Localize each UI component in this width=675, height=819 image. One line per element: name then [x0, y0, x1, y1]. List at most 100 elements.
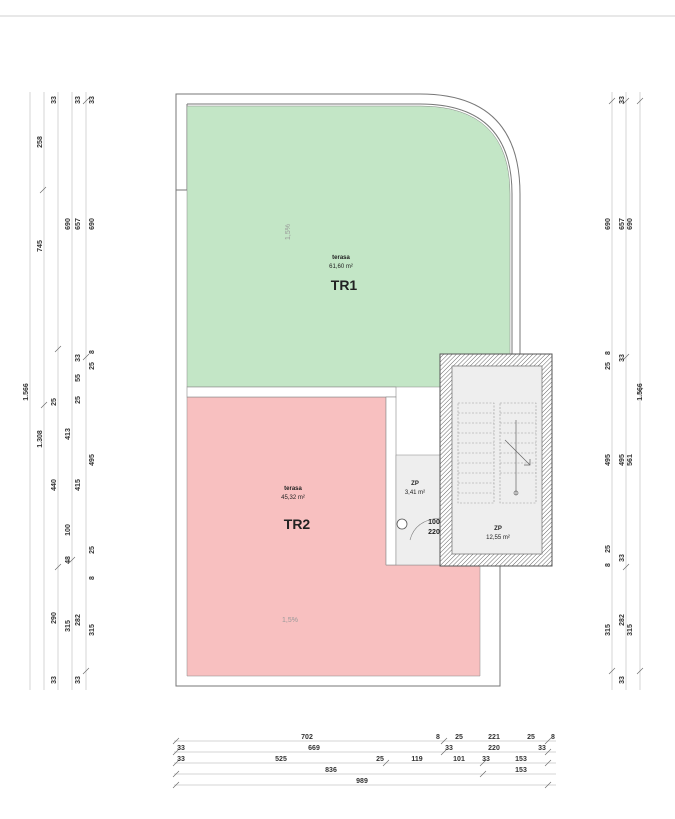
dim-left-c3-5: 100 [65, 524, 72, 536]
dim-right-c3-1: 690 [627, 218, 634, 230]
dim-ticks-bottom [172, 737, 552, 789]
dim-left-c5-4: 8 [89, 576, 96, 580]
tr2-name-label: TR2 [284, 516, 311, 532]
inner-wall [187, 103, 513, 357]
dim-right-c2-5: 282 [619, 614, 626, 626]
dim-left-c4-9: 33 [75, 676, 82, 684]
dim-left-c2-3: 1.308 [37, 430, 44, 448]
drain-icon [396, 518, 408, 530]
dim-left-c3-6: 48 [65, 556, 72, 564]
dim-right-c2-1: 657 [619, 218, 626, 230]
dim-left-c3-4: 413 [65, 428, 72, 440]
dim-right-c1-5: 495 [605, 454, 612, 466]
door-swing-icon [409, 517, 441, 541]
stair-arrow-icon [504, 420, 531, 496]
dim-right-c1-7: 25 [605, 545, 612, 553]
stair-core-interior [451, 365, 543, 555]
dim-right-c2-3: 495 [619, 454, 626, 466]
divider-wall [186, 386, 397, 398]
tr1-area-label: 61,60 m² [329, 264, 353, 270]
dim-left-c4-3: 55 [75, 374, 82, 382]
dim-lines-bottom [174, 740, 556, 786]
divider-wall-vertical [385, 396, 397, 566]
dim-right-c1-9: 33 [619, 676, 626, 684]
dim-left-c5-6: 25 [89, 546, 96, 554]
dim-right-c2-2: 33 [619, 354, 626, 362]
dim-bottom-r1-3: 25 [455, 734, 463, 741]
dim-bottom-r1-6: 8 [551, 734, 555, 741]
dim-right-c1-2: 690 [605, 218, 612, 230]
dim-left-c3-3: 25 [51, 398, 58, 406]
dim-right-c1-4: 8 [605, 351, 612, 355]
dim-bottom-r1-5: 25 [527, 734, 535, 741]
tr1-name-label: TR1 [331, 277, 358, 293]
tr1-area [186, 105, 511, 388]
dim-left-c2-1: 258 [37, 136, 44, 148]
dim-right-c2-4: 33 [619, 554, 626, 562]
dim-bottom-r3-4: 119 [411, 756, 422, 763]
dim-bottom-r1-1: 702 [301, 734, 313, 741]
stair-icon [457, 402, 537, 504]
dim-right-c3-2: 1.566 [637, 383, 644, 401]
tr2-area-label: 45,32 m² [281, 495, 305, 501]
dim-bottom-r2-3: 33 [445, 745, 453, 752]
dim-left-c3-1: 33 [51, 96, 58, 104]
dim-right-c3-3: 561 [627, 454, 634, 466]
dim-bottom-r1-2: 8 [436, 734, 440, 741]
dim-left-c4-5: 415 [75, 479, 82, 491]
dim-bottom-r1-4: 221 [488, 734, 500, 741]
dim-left-c4-8: 282 [75, 614, 82, 626]
zp-small-type-label: ZP [411, 481, 419, 487]
dim-bottom-r4-2: 153 [515, 767, 527, 774]
dim-bottom-r5-1: 989 [356, 778, 368, 785]
dim-left-c3-8: 33 [51, 676, 58, 684]
dim-ticks-right [608, 97, 644, 675]
dim-bottom-r3-1: 33 [177, 756, 185, 763]
tr1-slope-label: 1,5% [285, 224, 292, 240]
dim-bottom-r2-5: 33 [538, 745, 546, 752]
dim-bottom-r4-1: 836 [325, 767, 337, 774]
dim-left-c5-7: 315 [89, 624, 96, 636]
dim-lines-right [611, 92, 641, 690]
dim-left-c5-3: 25 [89, 362, 96, 370]
zp-small-room [395, 454, 443, 566]
door-width-label: 100 [428, 519, 440, 526]
dim-bottom-r3-3: 25 [376, 756, 384, 763]
dim-left-c2-5: 290 [51, 612, 58, 624]
dim-left-c4-2: 657 [75, 218, 82, 230]
dim-right-c1-1: 33 [619, 96, 626, 104]
tr2-type-label: terasa [284, 486, 302, 492]
dim-left-c5-1: 690 [89, 218, 96, 230]
dim-left-c2-2: 745 [37, 240, 44, 252]
zp-stair-type-label: ZP [494, 526, 502, 532]
dim-left-c5-5: 495 [89, 454, 96, 466]
dim-right-c1-8: 315 [605, 624, 612, 636]
dim-right-c1-6: 8 [605, 563, 612, 567]
dim-bottom-r2-1: 33 [177, 745, 185, 752]
zp-small-area-label: 3,41 m² [405, 490, 425, 496]
dim-right-c1-3: 25 [605, 362, 612, 370]
dim-left-total: 1.566 [23, 383, 30, 401]
dim-left-c3-7: 315 [65, 620, 72, 632]
dim-bottom-r2-4: 220 [488, 745, 500, 752]
tr2-slope-label: 1,5% [282, 617, 298, 624]
dim-left-c4-4: 25 [75, 396, 82, 404]
dim-left-c2-4: 440 [51, 479, 58, 491]
tr1-type-label: terasa [332, 255, 350, 261]
dim-ticks-left [39, 97, 90, 675]
dim-bottom-r3-6: 33 [482, 756, 490, 763]
dim-bottom-r3-2: 525 [275, 756, 287, 763]
dim-left-c4-1: 33 [75, 96, 82, 104]
dim-left-c4-7: 8 [89, 350, 96, 354]
dim-lines-left [29, 92, 87, 690]
dim-left-c3-2: 690 [65, 218, 72, 230]
dim-right-c3-4: 315 [627, 624, 634, 636]
dim-bottom-r3-7: 153 [515, 756, 527, 763]
dim-bottom-r2-2: 669 [308, 745, 320, 752]
dim-left-c5-2: 33 [89, 96, 96, 104]
door-height-label: 220 [428, 529, 440, 536]
dim-bottom-r3-5: 101 [453, 756, 465, 763]
zp-stair-area-label: 12,55 m² [486, 535, 510, 541]
dim-left-c4-6: 33 [75, 354, 82, 362]
